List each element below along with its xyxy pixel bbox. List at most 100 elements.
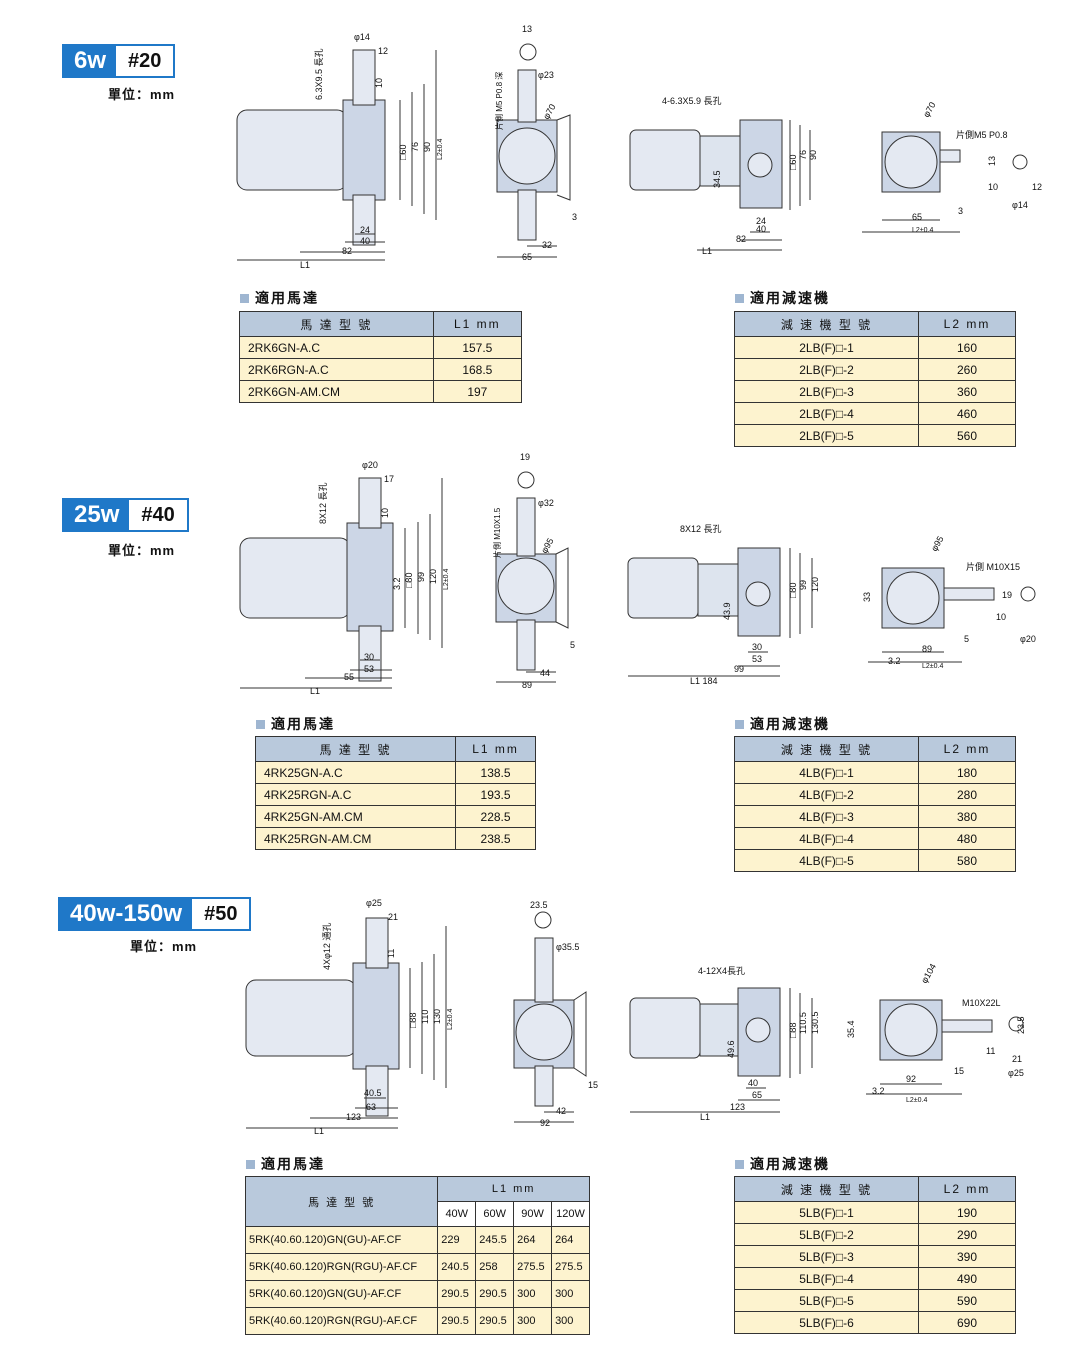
shaft-top xyxy=(352,49,376,106)
dim-65b: 65 xyxy=(912,212,922,222)
dim-5b: 5 xyxy=(964,634,969,644)
watt-badge: 6w #20 xyxy=(62,44,176,78)
dim-10: 10 xyxy=(374,78,384,88)
dim-21: 21 xyxy=(388,912,398,922)
dim-l2b: L2±0.4 xyxy=(912,227,933,234)
dim-89: 89 xyxy=(522,680,532,690)
size-label: #20 xyxy=(116,46,174,76)
dim-l1b: L1 xyxy=(702,246,712,256)
dim-slot: 6.3X9.5 長孔 xyxy=(314,48,324,100)
dim-99c: 99 xyxy=(798,580,808,590)
dim-3b: 3 xyxy=(958,206,963,216)
dim-55: 55 xyxy=(344,672,354,682)
dim-sq60b: □60 xyxy=(788,155,798,170)
dim-90: 90 xyxy=(422,142,432,152)
unit-label: 單位：mm xyxy=(108,543,176,558)
dim-90b: 90 xyxy=(808,150,818,160)
drawing-6w: φ14 12 10 6.3X9.5 長孔 □60 76 90 L2±0.4 24… xyxy=(236,24,1042,270)
dim-99: 99 xyxy=(416,572,426,582)
dim-l1-184: L1 184 xyxy=(690,676,718,686)
watt-label: 25w xyxy=(64,500,130,530)
table-row: 5RK(40.60.120)RGN(RGU)-AF.CF 290.5 290.5… xyxy=(244,1307,590,1335)
dim-123: 123 xyxy=(346,1112,361,1122)
unit-label: 單位：mm xyxy=(130,939,198,954)
motor-title: 適用馬達 xyxy=(240,288,319,308)
dim-shaft-dia: φ14 xyxy=(354,32,370,42)
dim-tap2: 片側 M10X15 xyxy=(966,561,1020,572)
dim-345: 34.5 xyxy=(712,170,722,188)
dim-20b: φ20 xyxy=(1020,634,1036,644)
dim-dia70: φ70 xyxy=(541,102,558,121)
dim-76: 76 xyxy=(410,142,420,152)
dim-33: 33 xyxy=(862,592,872,602)
dim-sq80b: □80 xyxy=(788,583,798,598)
dim-24b: 24 xyxy=(756,216,766,226)
dim-sq80: □80 xyxy=(404,573,414,588)
dim-10b: 10 xyxy=(996,612,1006,622)
dim-l1: L1 xyxy=(300,260,310,270)
dim-40: 40 xyxy=(748,1078,758,1088)
dim-15: 15 xyxy=(588,1080,598,1090)
dim-10b: 10 xyxy=(988,182,998,192)
reducer-title: 適用減速機 xyxy=(735,1154,830,1174)
dim-40: 40 xyxy=(360,236,370,246)
reducer-title: 適用減速機 xyxy=(735,288,830,308)
dim-24: 24 xyxy=(360,225,370,235)
dim-15b: 15 xyxy=(954,1066,964,1076)
dim-235: 23.5 xyxy=(530,900,548,910)
dim-l1: L1 xyxy=(310,686,320,696)
dim-shaft-dia: φ20 xyxy=(362,460,378,470)
dim-30b: 30 xyxy=(752,642,762,652)
dim-3: 3 xyxy=(572,212,577,222)
dim-120: 120 xyxy=(428,569,438,584)
dim-3-2: 3.2 xyxy=(872,1086,885,1096)
dim-shaft-dia: φ25 xyxy=(366,898,382,908)
dim-dia104: φ104 xyxy=(919,962,938,985)
motor-table: 馬 達 型 號 L1 mm 40W 60W 90W 120W 5RK(40.60… xyxy=(244,1176,590,1335)
table-row: 5RK(40.60.120)RGN(RGU)-AF.CF 240.5 258 2… xyxy=(244,1253,590,1281)
motor-title: 適用馬達 xyxy=(256,714,335,734)
dim-slot2: 4-12X4長孔 xyxy=(698,966,745,976)
dim-12b: 12 xyxy=(1032,182,1042,192)
dim-l2: L2±0.4 xyxy=(447,1009,454,1030)
dim-21b: 21 xyxy=(1012,1054,1022,1064)
dim-10: 10 xyxy=(380,508,390,518)
dim-53: 53 xyxy=(364,664,374,674)
dim-496: 49.6 xyxy=(726,1040,736,1058)
dim-sq88b: □88 xyxy=(788,1023,798,1038)
dim-slot2: 4-6.3X5.9 長孔 xyxy=(662,96,722,106)
dim-slot2: 8X12 長孔 xyxy=(680,524,722,534)
dim-11b: 11 xyxy=(986,1046,995,1056)
dim-tap: 片側 M10X1.5 xyxy=(492,507,502,558)
motor-body xyxy=(236,109,348,191)
dim-65: 65 xyxy=(752,1090,762,1100)
dim-89b: 89 xyxy=(922,644,932,654)
motor-title: 適用馬達 xyxy=(246,1154,325,1174)
dim-110: 110 xyxy=(420,1010,430,1024)
unit-label: 單位：mm xyxy=(108,87,176,102)
dim-1105: 110.5 xyxy=(798,1012,808,1034)
dim-5: 5 xyxy=(570,640,575,650)
dim-42: 42 xyxy=(556,1106,566,1116)
dim-235b: 23.5 xyxy=(1016,1016,1026,1034)
dim-sq60: □60 xyxy=(398,145,408,160)
dim-63: 63 xyxy=(366,1102,376,1112)
dim-405: 40.5 xyxy=(364,1088,382,1098)
dim-32: 32 xyxy=(542,240,552,250)
table-row: 5RK(40.60.120)GN(GU)-AF.CF 290.5 290.5 3… xyxy=(244,1280,590,1308)
dim-slot: 8X12 長孔 xyxy=(318,482,328,524)
